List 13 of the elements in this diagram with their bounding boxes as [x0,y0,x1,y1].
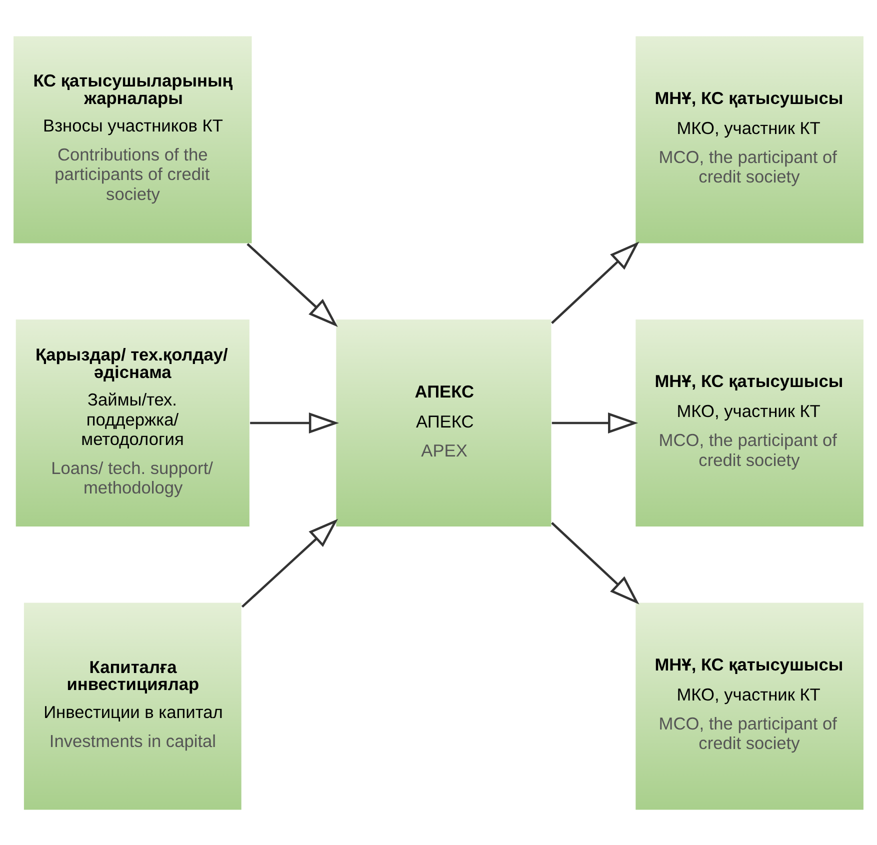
arrow [551,522,640,604]
node-box: МНҰ, КС қатысушысы МКО, участник КТ MCO, the participant of credit society [634,34,865,244]
arrow [241,518,338,608]
node-box: МНҰ, КС қатысушысы МКО, участник КТ MCO, the participant of credit society [634,318,865,528]
arrow [246,242,338,326]
node-box: Қарыздар/ тех.қолдау/ әдіснама Займы/тех. поддержка/ методология Loans/ tech. support/ methodology [14,318,251,528]
arrow [552,412,638,434]
node-box: АПЕКС АПЕКС APEX [335,318,552,528]
node-box: МНҰ, КС қатысушысы МКО, участник КТ MCO, the participant of credit society [634,601,865,810]
node-box: КС қатысушыларының жарналары Взносы участников КТ Contributions of the participants of credit society [12,34,253,244]
node-box: Капиталға инвестициялар Инвестиции в капитал Investments in capital [22,601,242,810]
arrow [250,412,340,434]
arrow [551,241,640,324]
